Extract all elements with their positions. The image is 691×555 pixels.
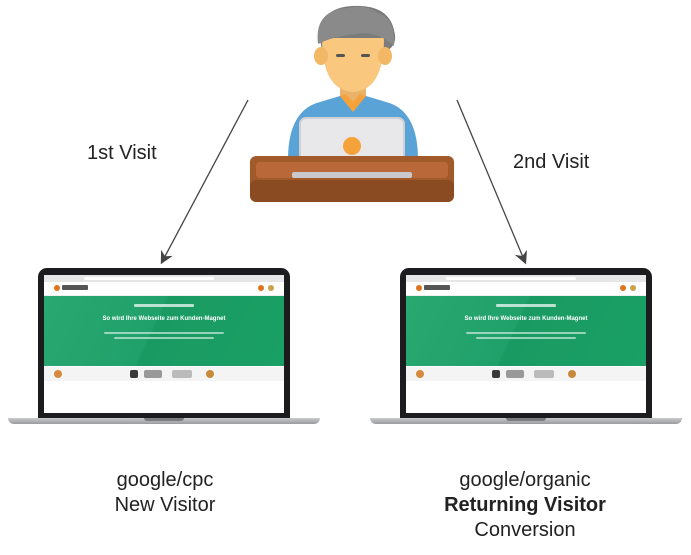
partner-logo-icon bbox=[54, 370, 62, 378]
partner-logo-icon bbox=[206, 370, 214, 378]
browser-bar bbox=[44, 275, 284, 282]
hero-section: So wird Ihre Webseite zum Kunden-Magnet bbox=[44, 296, 284, 366]
header-badge-icon bbox=[620, 285, 626, 291]
hero-section: So wird Ihre Webseite zum Kunden-Magnet bbox=[406, 296, 646, 366]
visitor-type: Returning Visitor bbox=[444, 494, 606, 516]
laptop-lid: So wird Ihre Webseite zum Kunden-Magnet bbox=[400, 268, 652, 418]
site-logo-icon bbox=[416, 285, 422, 291]
partner-logo-strip bbox=[44, 367, 284, 381]
edge-label-first-visit: 1st Visit bbox=[87, 142, 157, 164]
hero-title: So wird Ihre Webseite zum Kunden-Magnet bbox=[102, 316, 226, 322]
header-badge-icon bbox=[268, 285, 274, 291]
partner-logo-strip bbox=[406, 367, 646, 381]
header-badge-icon bbox=[258, 285, 264, 291]
site-header bbox=[44, 282, 284, 296]
hero-title: So wird Ihre Webseite zum Kunden-Magnet bbox=[464, 316, 588, 322]
site-logo-wordmark bbox=[424, 285, 450, 290]
laptop-left: So wird Ihre Webseite zum Kunden-Magnet bbox=[8, 268, 320, 428]
partner-logo-icon bbox=[144, 370, 162, 378]
website-screenshot: So wird Ihre Webseite zum Kunden-Magnet bbox=[406, 275, 646, 413]
laptop-right: So wird Ihre Webseite zum Kunden-Magnet bbox=[370, 268, 682, 428]
partner-logo-icon bbox=[568, 370, 576, 378]
partner-logo-icon bbox=[506, 370, 524, 378]
visitor-type: New Visitor bbox=[114, 494, 216, 516]
partner-logo-icon bbox=[534, 370, 554, 378]
caption-right: google/organic Returning Visitor Convers… bbox=[405, 468, 645, 543]
arrow-line-right bbox=[456, 99, 527, 265]
conversion-label: Conversion bbox=[474, 519, 576, 541]
browser-bar bbox=[406, 275, 646, 282]
caption-left: google/cpc New Visitor bbox=[60, 468, 270, 518]
site-logo-wordmark bbox=[62, 285, 88, 290]
site-logo-icon bbox=[54, 285, 60, 291]
laptop-base bbox=[8, 418, 320, 424]
traffic-source: google/organic bbox=[459, 469, 591, 491]
website-screenshot: So wird Ihre Webseite zum Kunden-Magnet bbox=[44, 275, 284, 413]
user-at-desk-icon bbox=[250, 5, 454, 202]
partner-logo-icon bbox=[172, 370, 192, 378]
partner-logo-icon bbox=[130, 370, 138, 378]
arrow-line-left bbox=[160, 99, 249, 265]
site-header bbox=[406, 282, 646, 296]
traffic-source: google/cpc bbox=[116, 469, 214, 491]
partner-logo-icon bbox=[492, 370, 500, 378]
header-badge-icon bbox=[630, 285, 636, 291]
laptop-lid: So wird Ihre Webseite zum Kunden-Magnet bbox=[38, 268, 290, 418]
partner-logo-icon bbox=[416, 370, 424, 378]
laptop-base bbox=[370, 418, 682, 424]
edge-label-second-visit: 2nd Visit bbox=[513, 151, 590, 173]
